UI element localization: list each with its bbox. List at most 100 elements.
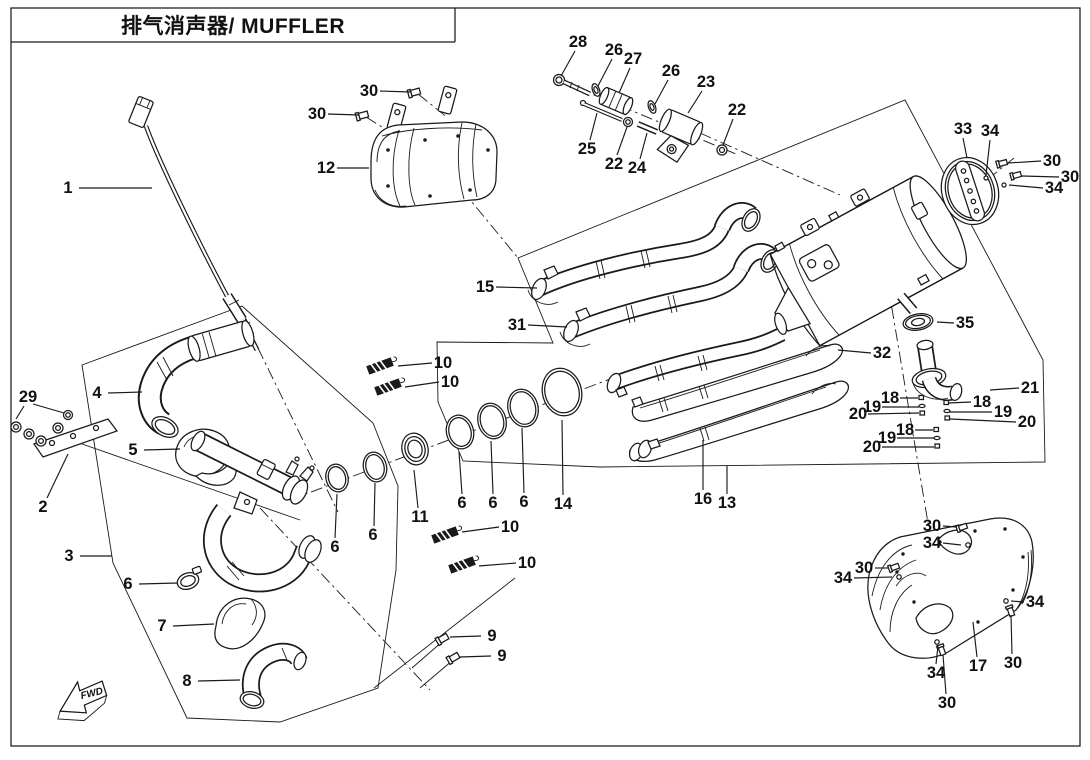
leader-line	[867, 412, 920, 415]
part-heat-shield-7	[214, 597, 266, 650]
callout-28: 28	[569, 33, 587, 51]
part-bolts-30-34-endcap	[983, 158, 1023, 188]
callout-6: 6	[368, 526, 377, 544]
callout-17: 17	[969, 657, 987, 675]
page-title: 排气消声器/ MUFFLER	[121, 15, 345, 38]
callout-34: 34	[927, 664, 946, 682]
page-border	[10, 7, 1081, 747]
callout-13: 13	[718, 494, 736, 512]
callout-34: 34	[923, 534, 942, 552]
leader-line	[560, 50, 576, 77]
leader-line	[837, 349, 872, 354]
leader-line	[985, 139, 991, 176]
callout-10: 10	[434, 354, 452, 372]
part-nuts-29	[10, 409, 74, 447]
callout-6: 6	[488, 494, 497, 512]
leader-line	[654, 79, 669, 105]
leader-line	[1010, 600, 1025, 603]
part-heat-shield-12	[354, 85, 498, 208]
callout-30: 30	[360, 82, 378, 100]
leader-line	[1007, 160, 1042, 164]
leader-line	[722, 118, 734, 146]
callout-23: 23	[697, 73, 715, 91]
fwd-arrow: FWD	[57, 680, 108, 722]
leader-line	[936, 321, 955, 324]
part-heat-shield-16	[628, 380, 849, 462]
callout-26: 26	[662, 62, 680, 80]
part-muffler-inlet-pipe	[606, 327, 786, 398]
callout-6: 6	[123, 575, 132, 593]
leader-line	[334, 493, 338, 539]
callout-30: 30	[855, 559, 873, 577]
part-gasket-rings	[325, 367, 583, 493]
callout-9: 9	[487, 627, 496, 645]
callout-30: 30	[1004, 654, 1022, 672]
leader-line	[397, 362, 433, 367]
leader-line	[616, 126, 628, 156]
leader-line	[942, 654, 947, 695]
leader-line	[327, 113, 360, 116]
leader-line	[379, 90, 412, 93]
callout-15: 15	[476, 278, 494, 296]
callout-20: 20	[849, 405, 867, 423]
part-springs-10	[366, 356, 480, 574]
callout-30: 30	[1043, 152, 1061, 170]
callout-12: 12	[317, 159, 335, 177]
leader-line	[15, 405, 25, 420]
part-header-pipe-31	[559, 243, 780, 347]
leader-line	[527, 324, 568, 328]
leader-line	[458, 451, 463, 495]
leader-line	[143, 448, 181, 451]
callout-31: 31	[508, 316, 526, 334]
callout-20: 20	[863, 438, 881, 456]
leader-line	[461, 526, 500, 533]
callout-21: 21	[1021, 379, 1039, 397]
callout-10: 10	[501, 518, 519, 536]
part-washer-35	[902, 313, 934, 331]
part-hanger-assembly	[552, 73, 728, 164]
leader-line	[687, 90, 703, 114]
part-heat-shield-17	[867, 517, 1034, 659]
part-clamp-6	[176, 565, 203, 591]
callout-24: 24	[628, 159, 647, 177]
part-mount-bracket	[10, 409, 119, 458]
leader-line	[589, 112, 598, 141]
callout-5: 5	[128, 441, 137, 459]
leader-line	[942, 525, 958, 528]
callout-6: 6	[330, 538, 339, 556]
part-oxygen-sensor	[128, 96, 260, 352]
callout-20: 20	[1018, 413, 1036, 431]
leader-line	[639, 132, 648, 160]
part-bolts-30-shield12	[354, 87, 422, 122]
callout-10: 10	[441, 373, 459, 391]
callout-2: 2	[38, 498, 47, 516]
callout-6: 6	[519, 493, 528, 511]
part-elbow-pipe-4	[137, 320, 255, 438]
callout-22: 22	[728, 101, 746, 119]
callout-18: 18	[973, 393, 991, 411]
leader-line	[597, 58, 613, 87]
callout-26: 26	[605, 41, 623, 59]
callout-34: 34	[1026, 593, 1045, 611]
part-tail-pipe-21	[911, 339, 963, 401]
leader-line	[521, 427, 525, 494]
leader-line	[490, 440, 494, 495]
leader-line	[962, 137, 968, 159]
part-front-pipe-assembly	[190, 430, 322, 593]
callout-14: 14	[554, 495, 573, 513]
callout-19: 19	[994, 403, 1012, 421]
leader-line	[989, 387, 1020, 391]
leader-line	[107, 391, 143, 394]
leader-line	[495, 286, 538, 289]
part-header-pipe-15	[527, 202, 761, 305]
callout-19: 19	[863, 398, 881, 416]
callout-35: 35	[956, 314, 974, 332]
leader-line	[942, 542, 962, 546]
leader-line	[404, 381, 440, 388]
leader-line	[172, 623, 215, 627]
callout-33: 33	[954, 120, 972, 138]
part-end-cap-33	[940, 156, 1000, 226]
